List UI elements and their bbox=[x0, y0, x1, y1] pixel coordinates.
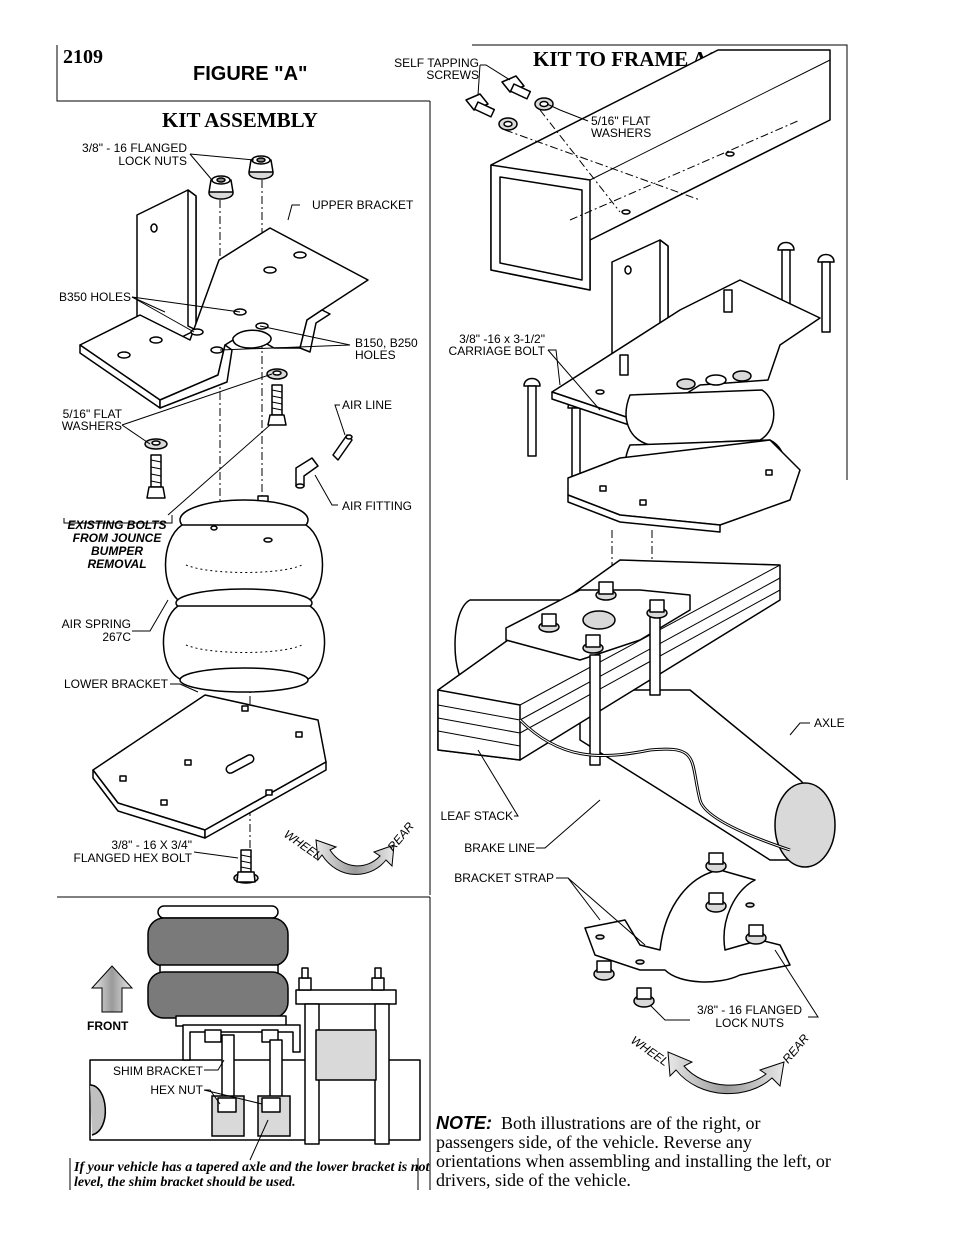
front-label: FRONT bbox=[87, 1019, 129, 1033]
frame-rail bbox=[490, 49, 831, 291]
existing-bolt bbox=[267, 384, 287, 426]
lower-bracket-installed bbox=[567, 439, 801, 533]
air-spring-label-1: AIR SPRING bbox=[62, 617, 131, 631]
hex-bolt-label-1: 3/8" - 16 X 3/4" bbox=[111, 838, 192, 852]
frame-flat-washers-label-2: WASHERS bbox=[591, 126, 651, 140]
carriage-bolt bbox=[777, 241, 795, 316]
shim-labels: FRONT SHIM BRACKET HEX NUT bbox=[87, 1019, 204, 1097]
existing-bolts-label-2: FROM JOUNCE bbox=[73, 531, 163, 545]
frame-flat-washers-label-1: 5/16" FLAT bbox=[591, 114, 651, 128]
flanged-lock-nut bbox=[248, 155, 274, 180]
air-fitting bbox=[295, 457, 319, 489]
note-block: NOTE: Both illustrations are of the righ… bbox=[436, 1114, 836, 1190]
self-tapping-label-2: SCREWS bbox=[426, 68, 479, 82]
leaf-stack-label: LEAF STACK bbox=[441, 809, 513, 823]
upper-bracket-label: UPPER BRACKET bbox=[312, 198, 414, 212]
frame-lock-nuts-label-2: LOCK NUTS bbox=[715, 1016, 784, 1030]
rear-label: REAR bbox=[385, 819, 417, 854]
air-line bbox=[332, 434, 353, 461]
shim-bracket bbox=[182, 1024, 301, 1061]
flanged-lock-nut bbox=[538, 581, 668, 654]
flat-washers-label-2: WASHERS bbox=[62, 419, 122, 433]
existing-bolt bbox=[146, 454, 166, 499]
flanged-lock-nut bbox=[208, 175, 234, 200]
carriage-bolt bbox=[817, 253, 835, 333]
hex-bolt-label-2: FLANGED HEX BOLT bbox=[74, 851, 193, 865]
b150-b250-holes-label-2: HOLES bbox=[355, 348, 396, 362]
lower-bracket-label: LOWER BRACKET bbox=[64, 677, 169, 691]
flat-washers-label-1: 5/16" FLAT bbox=[63, 407, 123, 421]
upper-bracket bbox=[79, 189, 369, 409]
frame-wheel-label: WHEEL bbox=[628, 1033, 671, 1069]
brake-line-label: BRAKE LINE bbox=[464, 841, 535, 855]
shim-bracket-label: SHIM BRACKET bbox=[113, 1064, 204, 1078]
figure-title: FIGURE "A" bbox=[193, 63, 308, 85]
note-heading: NOTE: bbox=[436, 1113, 492, 1133]
b350-holes-label: B350 HOLES bbox=[59, 290, 131, 304]
frame-leader-lines bbox=[477, 64, 819, 1021]
air-line-label: AIR LINE bbox=[342, 398, 392, 412]
axle-plate bbox=[505, 589, 691, 766]
carriage-bolt bbox=[523, 377, 541, 457]
air-spring bbox=[162, 495, 326, 693]
upper-bracket-installed bbox=[551, 239, 821, 433]
kit-leader-lines bbox=[63, 153, 351, 859]
lower-bracket bbox=[92, 694, 327, 839]
carriage-bolt-label-1: 3/8" -16 x 3-1/2" bbox=[459, 332, 545, 346]
hex-nut-label: HEX NUT bbox=[150, 1083, 203, 1097]
lock-nuts-label-1: 3/8" - 16 FLANGED bbox=[82, 141, 187, 155]
u-bolt-nut bbox=[298, 967, 385, 991]
air-spring-side bbox=[147, 905, 289, 1027]
existing-bolts-label-1: EXISTING BOLTS bbox=[67, 518, 166, 532]
flanged-hex-bolt bbox=[233, 849, 259, 884]
wheel-rear-direction-arrow bbox=[315, 839, 395, 875]
page-number: 2109 bbox=[63, 46, 103, 68]
air-spring-label-2: 267C bbox=[102, 630, 131, 644]
air-fitting-label: AIR FITTING bbox=[342, 499, 412, 513]
self-tapping-screw bbox=[501, 75, 554, 111]
shim-caption: If your vehicle has a tapered axle and t… bbox=[74, 1160, 430, 1190]
carriage-bolt bbox=[567, 399, 585, 481]
bracket-strap-label: BRACKET STRAP bbox=[454, 871, 554, 885]
page-frame bbox=[56, 44, 848, 1190]
kit-assembly-illustration bbox=[63, 153, 395, 884]
self-tapping-label-1: SELF TAPPING bbox=[394, 56, 479, 70]
kit-to-frame-illustration bbox=[437, 49, 836, 1095]
lock-nuts-label-2: LOCK NUTS bbox=[118, 154, 187, 168]
b150-b250-holes-label-1: B150, B250 bbox=[355, 336, 418, 350]
kit-assembly-title: KIT ASSEMBLY bbox=[162, 108, 318, 132]
frame-rear-label: REAR bbox=[780, 1031, 812, 1066]
carriage-bolt-label-2: CARRIAGE BOLT bbox=[449, 344, 546, 358]
axle-label: AXLE bbox=[814, 716, 845, 730]
shim-illustration bbox=[89, 905, 421, 1161]
front-arrow bbox=[90, 965, 134, 1013]
self-tapping-screw bbox=[465, 93, 518, 131]
bracket-strap bbox=[584, 869, 791, 983]
hex-nut bbox=[217, 1097, 281, 1113]
existing-bolts-label-3: BUMPER bbox=[91, 544, 143, 558]
flanged-lock-nut bbox=[593, 852, 767, 1008]
frame-lock-nuts-label-1: 3/8" - 16 FLANGED bbox=[697, 1003, 802, 1017]
existing-bolts-label-4: REMOVAL bbox=[87, 557, 146, 571]
note-text: Both illustrations are of the right, or … bbox=[436, 1113, 831, 1190]
wheel-rear-direction-arrow bbox=[667, 1051, 785, 1095]
